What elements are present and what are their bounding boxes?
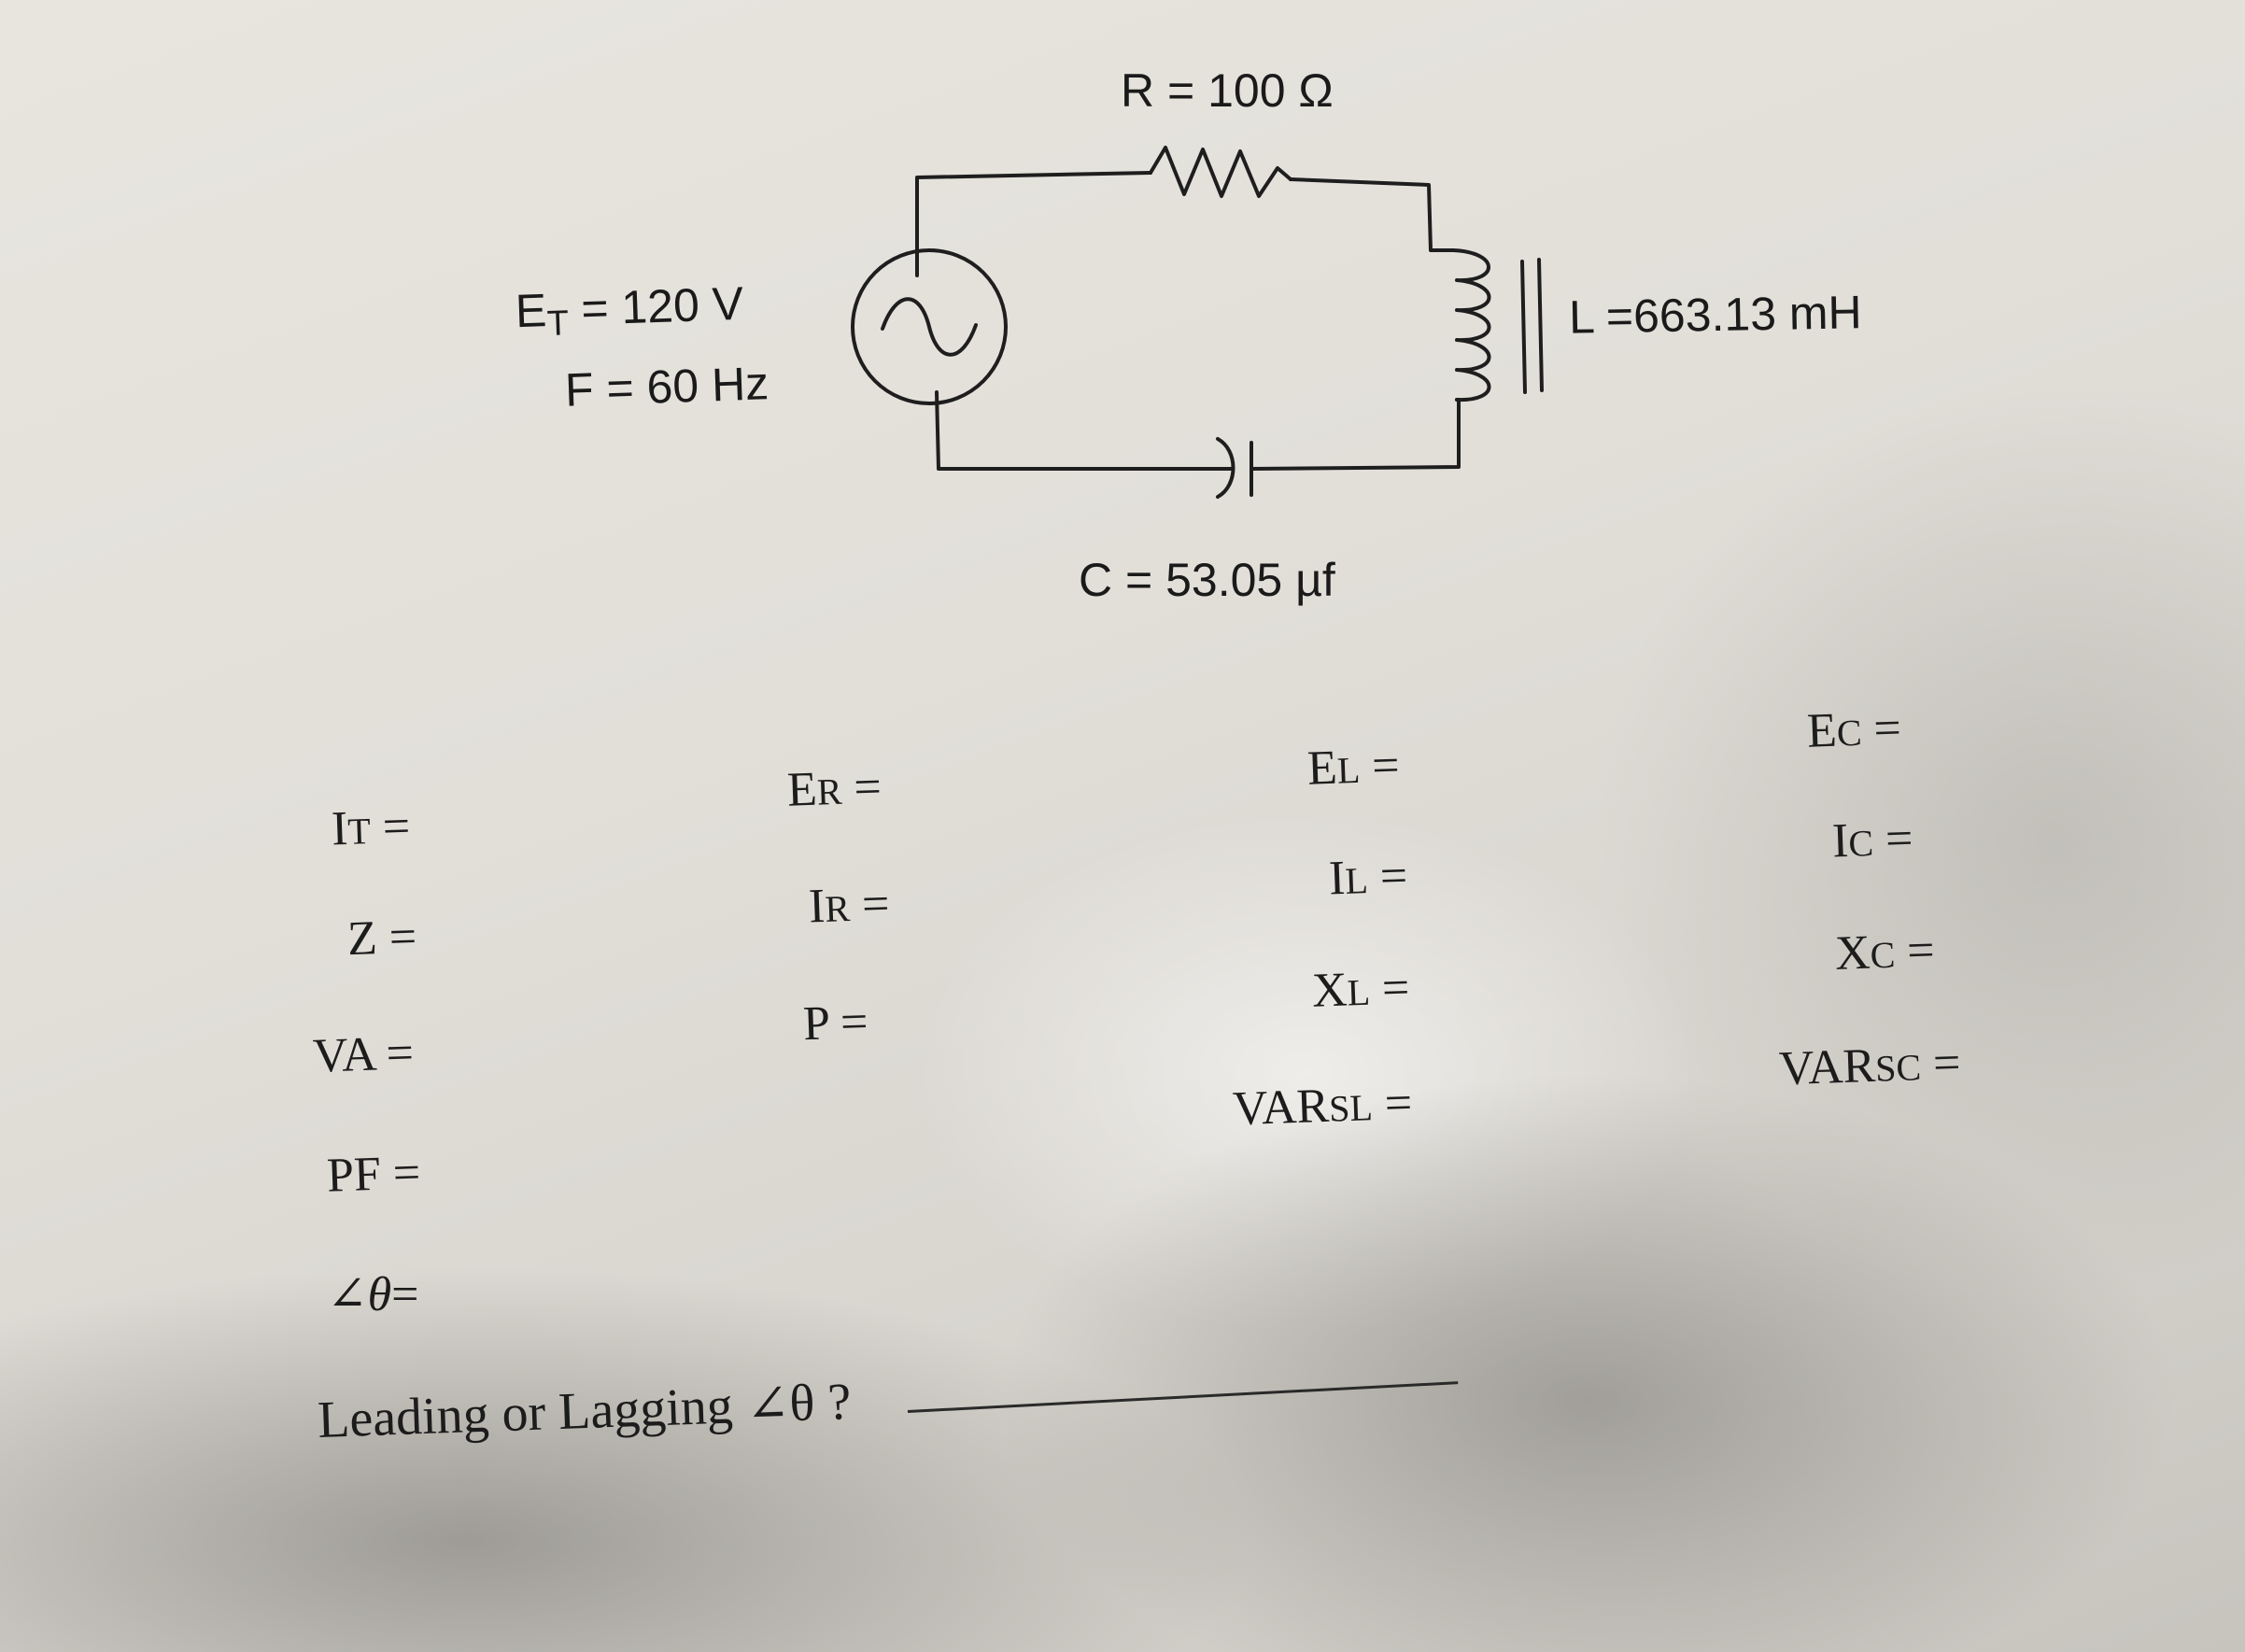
inductor-core-line-2 — [1537, 258, 1544, 392]
resistor-symbol — [1149, 146, 1292, 198]
field-inductive-reactance: XL = — [1311, 961, 1411, 1018]
field-power-factor: PF = — [326, 1146, 422, 1203]
field-resistor-voltage: ER = — [786, 760, 882, 817]
source-voltage-subscript: T — [546, 304, 570, 345]
resistor-label: R = 100 Ω — [1121, 64, 1334, 117]
field-inductor-current: IL = — [1328, 849, 1409, 906]
wire-right — [1250, 398, 1461, 471]
wire-top-right — [1289, 177, 1455, 252]
field-apparent-power: VA = — [312, 1026, 415, 1083]
field-resistor-current: IR = — [808, 877, 891, 934]
source-voltage-symbol: E — [514, 284, 548, 338]
field-total-current: IT = — [331, 799, 412, 856]
field-inductor-voltage: EL = — [1306, 739, 1401, 796]
ac-source-symbol — [851, 248, 1008, 405]
field-capacitive-reactive-power: VARSC = — [1778, 1036, 1962, 1096]
ac-sine-icon — [881, 297, 978, 357]
field-capacitor-current: IC = — [1831, 812, 1914, 868]
field-phase-angle: ∠θ= — [327, 1268, 419, 1321]
source-frequency-label: F = 60 Hz — [564, 357, 770, 417]
field-inductive-reactive-power: VARSL = — [1232, 1076, 1414, 1137]
field-capacitive-reactance: XC = — [1834, 924, 1936, 981]
wire-bottom — [935, 390, 1233, 471]
inductor-label: L =663.13 mH — [1568, 286, 1863, 344]
source-voltage-label: ET = 120 V — [515, 276, 744, 346]
inductor-core-line-1 — [1520, 260, 1527, 394]
capacitor-label: C = 53.05 µf — [1079, 554, 1335, 606]
capacitor-plate-left — [1216, 437, 1235, 499]
inductor-symbol — [1451, 248, 1491, 402]
field-capacitor-voltage: EC = — [1806, 701, 1902, 758]
field-real-power: P = — [802, 995, 869, 1052]
field-impedance: Z = — [346, 910, 418, 967]
source-voltage-value: = 120 V — [567, 276, 744, 336]
wire-top-left — [915, 171, 1152, 277]
